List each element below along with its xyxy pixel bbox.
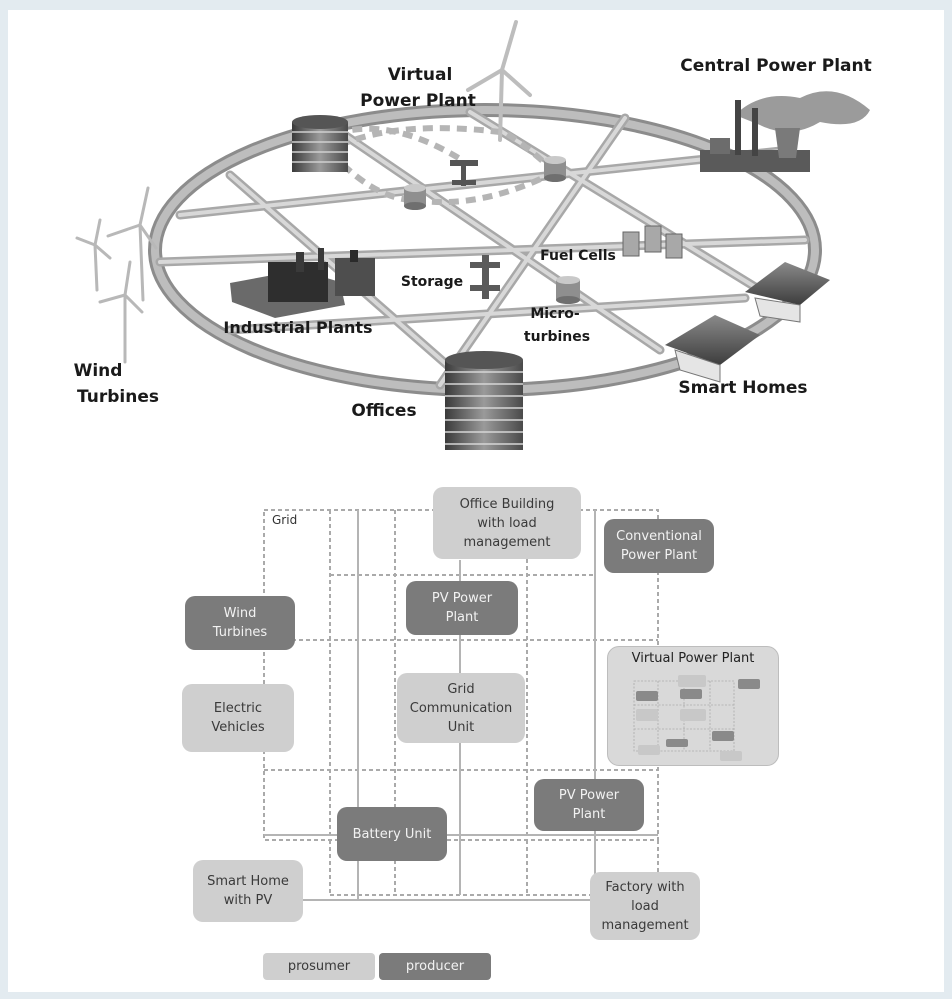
label-virtual: Virtual [388,65,453,85]
label-wind: Wind [74,361,123,381]
vpp-control-unit-icon [450,160,478,186]
fuel-cells-icon [622,225,683,259]
node-pv-power-plant-2[interactable]: PV Power Plant [534,779,644,831]
vpp-miniature-icon [633,675,760,761]
label-offices: Offices [351,401,416,421]
node-wind-turbines[interactable]: Wind Turbines [185,596,295,650]
grid-label: Grid [272,513,298,527]
wind-turbines-icon [75,186,158,364]
central-power-plant-icon [700,91,870,172]
node-pv-power-plant-1[interactable]: PV Power Plant [406,581,518,635]
label-storage: Storage [401,274,463,290]
node-conventional-power-plant[interactable]: Conventional Power Plant [604,519,714,573]
label-wind-turbines: Turbines [77,387,159,407]
label-power-plant: Power Plant [360,91,476,111]
label-turbines: turbines [524,329,590,345]
label-micro: Micro- [530,306,580,322]
smart-grid-illustration: Virtual Power Plant Central Power Plant … [74,20,872,450]
offices-tower-icon [445,351,523,450]
vpp-wind-turbine-icon [466,20,532,142]
label-smart-homes: Smart Homes [678,378,807,398]
label-central-power-plant: Central Power Plant [680,56,872,76]
vpp-title: Virtual Power Plant [631,651,755,666]
node-battery-unit[interactable]: Battery Unit [337,807,447,861]
label-fuel-cells: Fuel Cells [540,248,616,264]
node-grid-communication-unit[interactable]: Grid Communication Unit [397,673,525,743]
node-office-building[interactable]: Office Building with load management [433,487,581,559]
label-industrial-plants: Industrial Plants [223,318,372,337]
legend-prosumer: prosumer [263,953,375,980]
vpp-office-building-icon [292,115,348,172]
legend-producer: producer [379,953,491,980]
node-factory[interactable]: Factory with load management [590,872,700,940]
industrial-plant-icon [230,248,375,318]
node-electric-vehicles[interactable]: Electric Vehicles [182,684,294,752]
node-cylinders [404,156,580,304]
storage-icon [470,255,500,299]
node-smart-home-pv[interactable]: Smart Home with PV [193,860,303,922]
vpp-inset[interactable]: Virtual Power Plant [607,646,779,766]
smart-homes-icon [665,262,830,383]
